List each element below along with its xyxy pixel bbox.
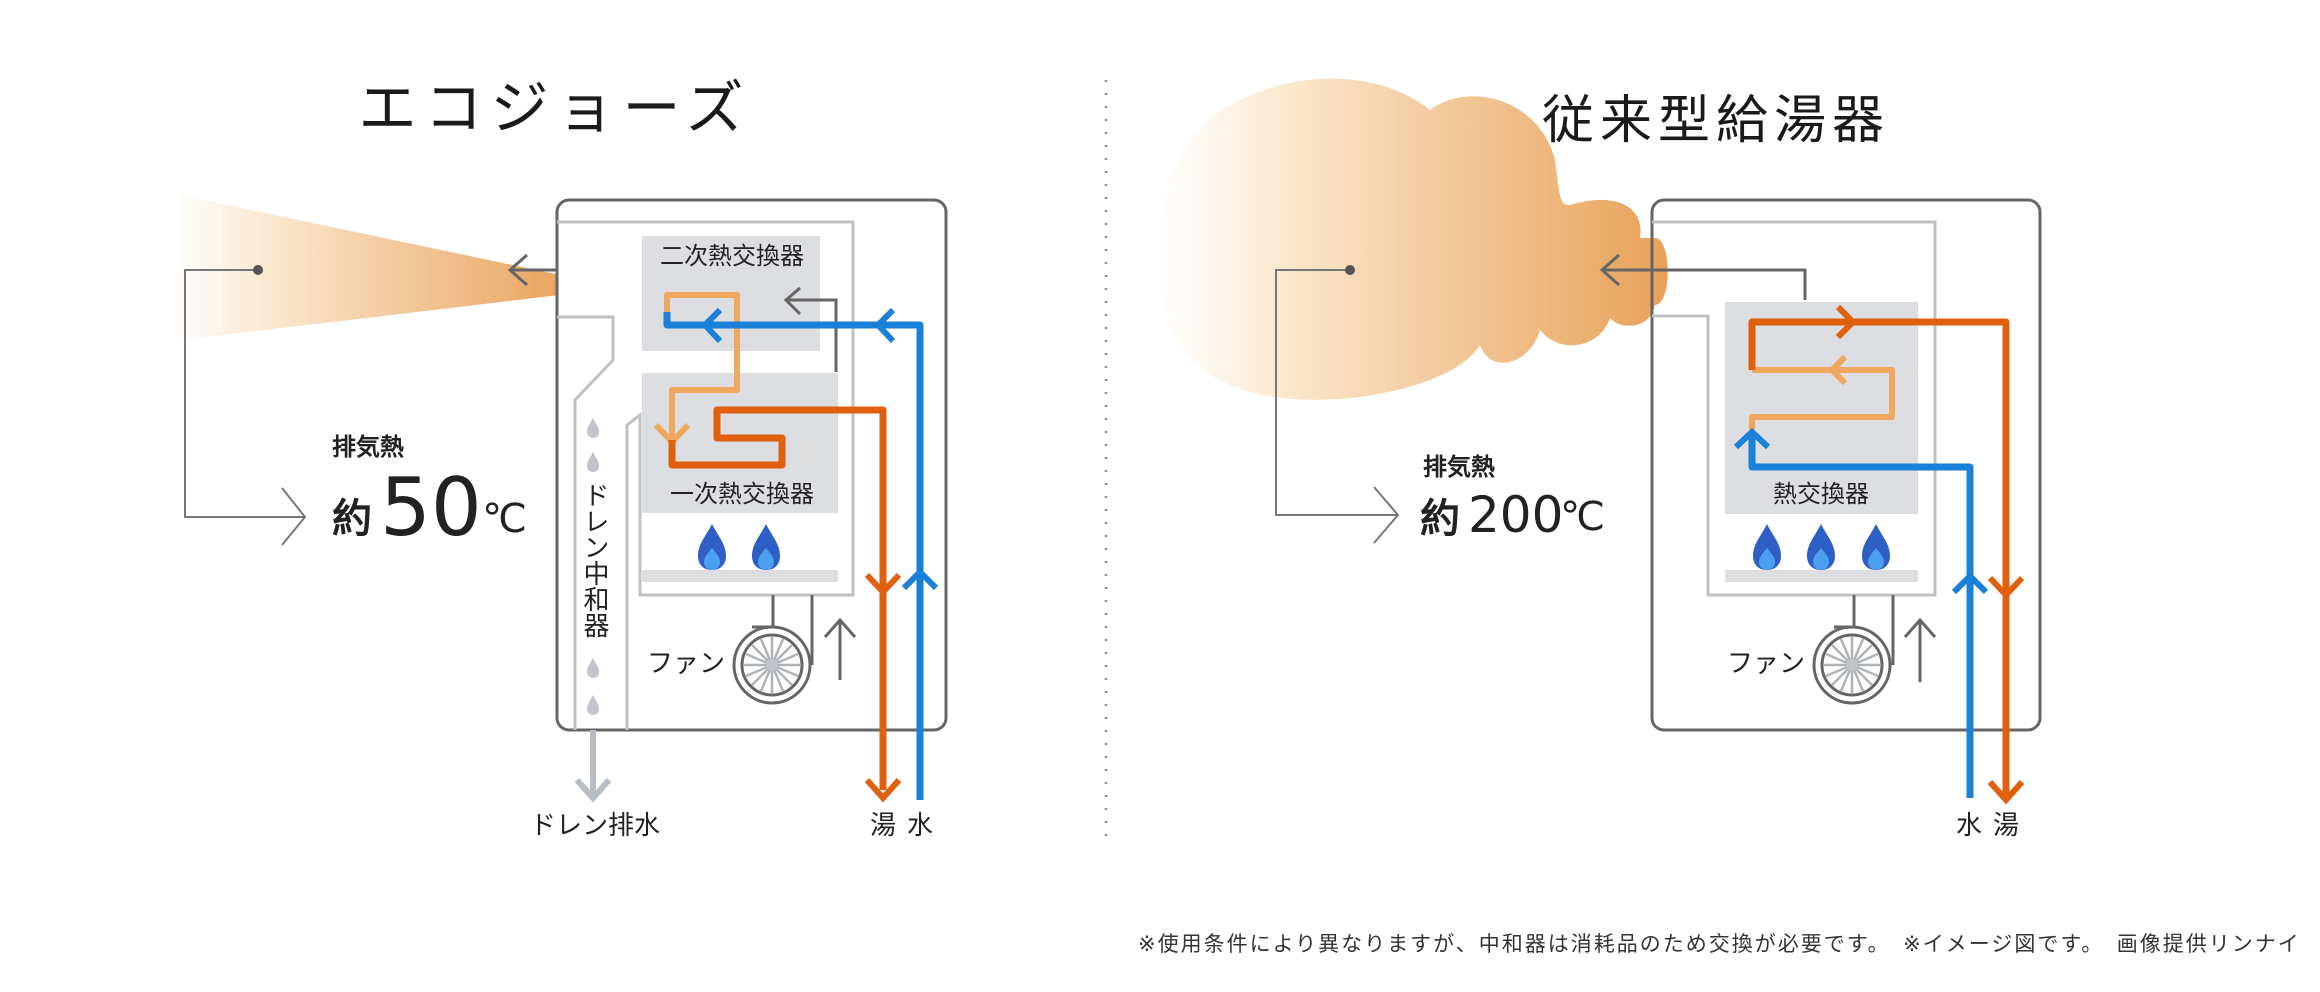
burner-bar bbox=[1725, 570, 1918, 582]
exhaust-heat-label: 排気熱 bbox=[1423, 453, 1495, 481]
heat-exchanger bbox=[1725, 302, 1918, 514]
fan-label: ファン bbox=[647, 649, 725, 679]
exhaust-callout-line bbox=[184, 269, 307, 546]
water-heater-casing bbox=[1650, 198, 2042, 732]
eco-jozu-panel: エコジョーズ 排気熱 約 50 ℃ 二次熱交換器 bbox=[180, 74, 948, 841]
airflow-arrow-icon bbox=[1903, 617, 1937, 682]
fan-label: ファン bbox=[1727, 649, 1805, 679]
approx-label: 約 bbox=[332, 496, 372, 542]
exhaust-temp-unit: ℃ bbox=[1560, 494, 1605, 540]
exhaust-callout-line bbox=[1275, 269, 1400, 544]
hot-water-label: 湯 bbox=[870, 811, 896, 841]
airflow-arrow-icon bbox=[823, 617, 857, 680]
conventional-title: 従来型給湯器 bbox=[1542, 91, 1890, 151]
cold-inlet-arrow-icon bbox=[1951, 571, 1989, 595]
burner-flame-icon bbox=[1862, 524, 1890, 570]
exhaust-arrow-icon bbox=[1599, 253, 1807, 300]
warm-flow-arrow-icon bbox=[1827, 354, 1848, 386]
neutralizer-label: ドレン中和器 bbox=[579, 482, 609, 638]
exhaust-heat-label: 排気熱 bbox=[332, 433, 404, 461]
cold-water-label: 水 bbox=[907, 811, 933, 841]
hot-flow-arrow-icon bbox=[1987, 575, 2025, 600]
hx-label: 熱交換器 bbox=[1773, 480, 1869, 508]
callout-dot bbox=[253, 265, 263, 275]
conventional-heater-panel: 従来型給湯器 排気熱 約 200 ℃ 熱交換器 bbox=[1158, 78, 2042, 841]
callout-dot bbox=[1345, 265, 1355, 275]
secondary-hx-label: 二次熱交換器 bbox=[660, 242, 804, 270]
exhaust-cloud bbox=[1158, 78, 1668, 400]
warm-water-pipe bbox=[1749, 367, 1895, 430]
hot-outlet-arrow-icon bbox=[864, 778, 902, 803]
fan-icon bbox=[1812, 625, 1892, 705]
warm-water-pipe bbox=[664, 292, 740, 440]
hot-water-label: 湯 bbox=[1993, 811, 2019, 841]
exhaust-temp-value: 50 bbox=[380, 461, 482, 554]
cold-water-label: 水 bbox=[1956, 811, 1982, 841]
cold-flow-arrow-icon bbox=[1733, 427, 1771, 450]
hot-water-pipe bbox=[668, 406, 887, 790]
burner-bar bbox=[642, 570, 838, 582]
burner-flame-icon bbox=[1753, 524, 1781, 570]
footnote: ※使用条件により異なりますが、中和器は消耗品のため交換が必要です。 ※イメージ図… bbox=[1138, 932, 2301, 956]
hot-water-pipe bbox=[1748, 318, 2010, 795]
cold-water-pipe bbox=[663, 312, 924, 800]
drain-arrow-icon bbox=[574, 778, 612, 803]
exhaust-temp-unit: ℃ bbox=[482, 496, 527, 542]
approx-label: 約 bbox=[1420, 496, 1460, 542]
hot-outlet-arrow-icon bbox=[1987, 780, 2025, 805]
primary-hx-label: 一次熱交換器 bbox=[670, 480, 814, 508]
fan-icon bbox=[732, 625, 812, 705]
inner-frame bbox=[1652, 220, 1937, 597]
inner-frame bbox=[557, 220, 855, 730]
cold-flow-arrow-icon bbox=[873, 307, 896, 344]
exhaust-path bbox=[783, 286, 838, 372]
exhaust-beam bbox=[180, 195, 560, 340]
burner-flame-icon bbox=[1807, 524, 1835, 570]
cold-inlet-arrow-icon bbox=[901, 567, 939, 591]
eco-jozu-title: エコジョーズ bbox=[358, 74, 751, 142]
exhaust-temp-value: 200 bbox=[1468, 486, 1563, 544]
drain-label: ドレン排水 bbox=[530, 811, 660, 841]
cold-flow-arrow-icon bbox=[700, 307, 723, 344]
hot-flow-arrow-icon bbox=[864, 572, 902, 597]
cold-water-pipe bbox=[1748, 432, 1974, 798]
hot-flow-arrow-icon bbox=[1835, 304, 1858, 340]
